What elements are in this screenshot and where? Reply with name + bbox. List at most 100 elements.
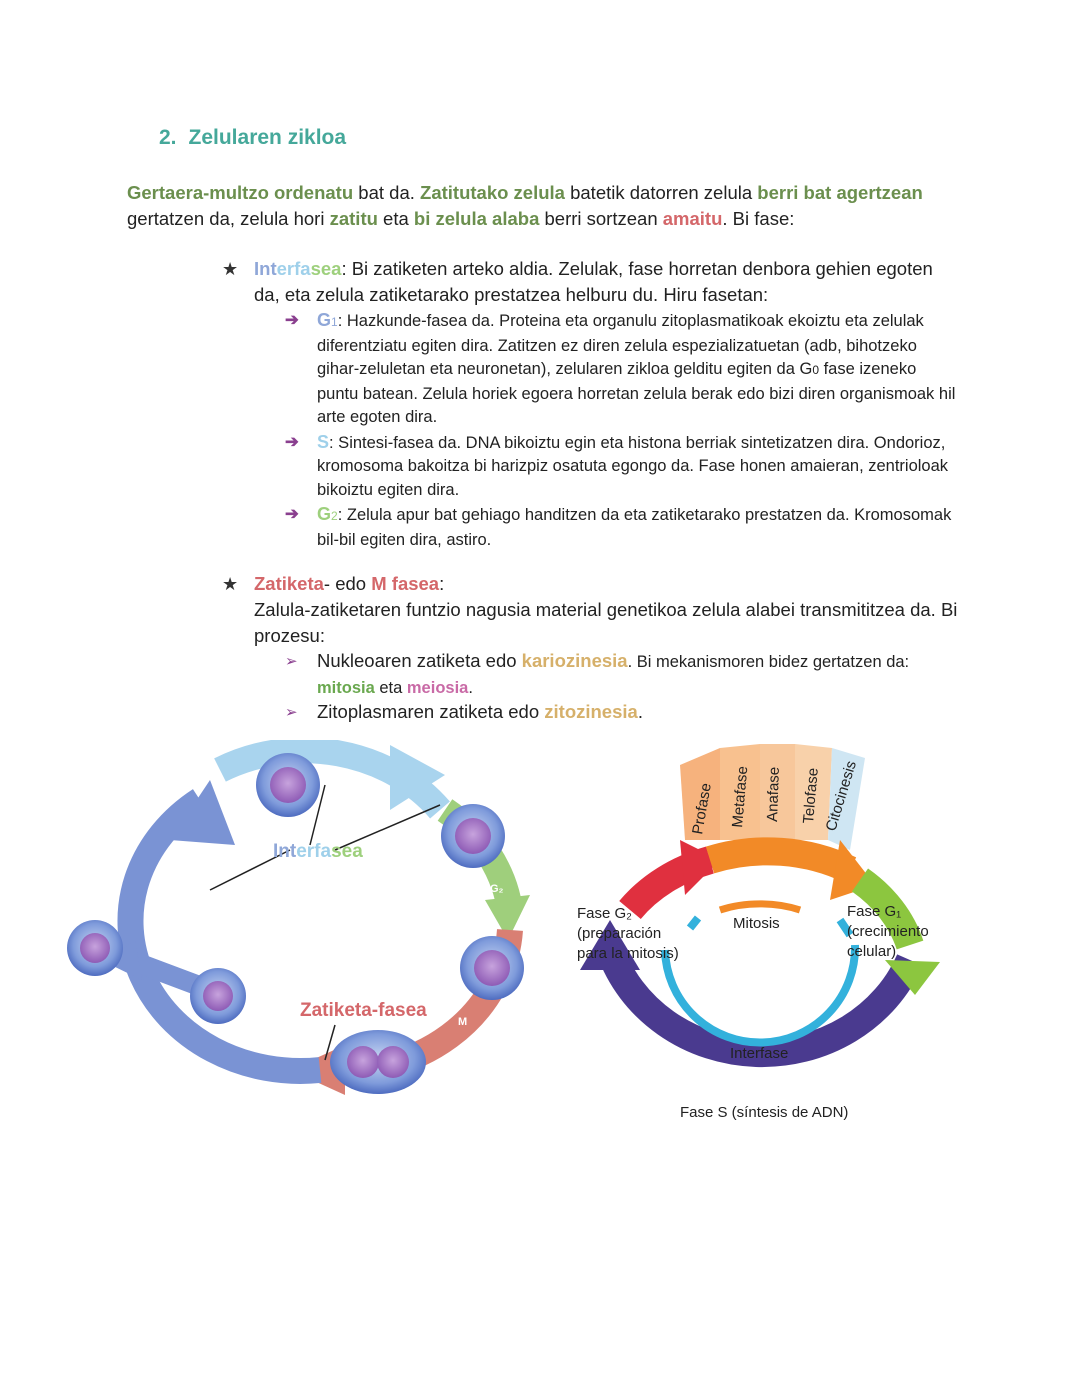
zatiketa-label: :: [439, 573, 445, 594]
cell-icon: [190, 968, 246, 1024]
g2-label: para la mitosis): [577, 945, 679, 962]
phase-label: G: [317, 310, 332, 330]
cell-icon: [441, 804, 505, 868]
cell-cycle-figure-left: Interfasea Zatiketa-fasea S G₂ G₁ M: [67, 740, 530, 1095]
item-term: zitozinesia: [544, 701, 638, 722]
exit-arrowhead: [105, 940, 142, 980]
connector-line: [309, 784, 326, 846]
list-item-g2: ➔ G2: Zelula apur bat gehiago handitzen …: [285, 503, 962, 552]
interfase-section: ★ Interfasea: Bi zatiketen arteko aldia.…: [222, 256, 962, 552]
interfase-label: erfa: [276, 258, 311, 279]
g2-arrowhead: [680, 840, 720, 895]
list-item-kariozinesia: ➢ Nukleoaren zatiketa edo kariozinesia. …: [285, 649, 962, 700]
phase-text: : Hazkunde-fasea da. Proteina eta organu…: [317, 312, 924, 378]
phase-fan: [720, 744, 760, 840]
cell-icon: [460, 936, 524, 1000]
zatiketa-fasea-label: Zatiketa-fasea: [300, 1000, 427, 1021]
g1-label: celular): [847, 943, 896, 960]
g2-label: (preparación: [577, 925, 661, 942]
intro-text: eta: [377, 208, 414, 229]
mitosis-label: Mitosis: [733, 915, 780, 932]
connector-line: [324, 1024, 336, 1061]
mitosis-inner-arc: [718, 900, 802, 914]
interfase-ring: [661, 944, 860, 1047]
s-arrowhead: [580, 920, 640, 970]
item-text: .: [637, 701, 643, 722]
list-item-zitozinesia: ➢ Zitoplasmaren zatiketa edo zitozinesia…: [285, 700, 962, 725]
item-term: kariozinesia: [521, 650, 628, 671]
mitosis-arc: [705, 837, 857, 883]
zatiketa-label: - edo: [323, 573, 372, 594]
star-bullet-icon: ★: [222, 259, 239, 279]
interfase-ring: [686, 915, 702, 931]
intro-paragraph: Gertaera-multzo ordenatu bat da. Zatitut…: [127, 180, 987, 232]
g1-arrowhead: [885, 960, 940, 995]
cell-icon: [256, 753, 320, 817]
item-text: Zitoplasmaren zatiketa edo: [317, 701, 545, 722]
interfase-label: sea: [310, 258, 342, 279]
s-label: S: [328, 769, 335, 781]
phase-fan: [680, 748, 720, 840]
g1-arrowhead: [170, 780, 235, 845]
s-label-bg: [675, 1100, 860, 1122]
phase-subscript: 1: [331, 315, 338, 329]
heading-number: 2.: [159, 126, 177, 149]
s-arrowhead: [390, 745, 445, 810]
interfase-text: : Bi zatiketen arteko aldia. Zelulak, fa…: [254, 258, 933, 305]
intro-text: berri bat agertzean: [757, 182, 923, 203]
cell-icon: [67, 920, 123, 976]
heading-title: Zelularen zikloa: [188, 126, 347, 149]
triangle-bullet-icon: ➢: [285, 704, 298, 721]
phase-label: G: [317, 504, 332, 524]
list-item-g1: ➔ G1: Hazkunde-fasea da. Proteina eta or…: [285, 309, 962, 430]
zatiketa-section: ★ Zatiketa- edo M fasea: Zalula-zatiketa…: [222, 571, 962, 725]
phase-fan: [795, 744, 832, 840]
interfasea-label: Interfasea: [273, 841, 363, 862]
g1-label: (crecimiento: [847, 923, 929, 940]
interfase-intro: Interfasea: Bi zatiketen arteko aldia. Z…: [254, 256, 962, 308]
phase-fan: [760, 744, 795, 840]
section-heading: 2. Zelularen zikloa: [159, 126, 346, 150]
g2-label: Fase G₂: [577, 905, 632, 922]
phase-label: Anafase: [764, 767, 783, 823]
intro-text: zatitu: [329, 208, 378, 229]
item-term: mitosia: [317, 678, 375, 697]
zatiketa-label: M fasea: [371, 573, 440, 594]
item-text: eta: [374, 678, 407, 697]
intro-text: bi zelula alaba: [413, 208, 540, 229]
item-text: . Bi mekanismoren bidez gertatzen da:: [627, 653, 910, 671]
item-text: Nukleoaren zatiketa edo: [317, 650, 522, 671]
phase-text: : Zelula apur bat gehiago handitzen da e…: [317, 506, 952, 549]
zatiketa-text: Zalula-zatiketaren funtzio nagusia mater…: [254, 599, 958, 646]
star-bullet-icon: ★: [222, 574, 239, 594]
item-text: .: [468, 678, 473, 697]
cell-cycle-figure-right: Profase Metafase Anafase Telofase Citoci…: [577, 744, 940, 1122]
phase-label: S: [317, 431, 330, 452]
phase-label: Telofase: [800, 767, 822, 824]
phase-text: : Sintesi-fasea da. DNA bikoiztu egin et…: [317, 433, 949, 499]
triangle-bullet-icon: ➢: [285, 653, 298, 670]
intro-text: Gertaera-multzo ordenatu: [127, 182, 354, 203]
item-term: meiosia: [406, 678, 469, 697]
intro-text: berri sortzean: [539, 208, 663, 229]
phase-subscript: 0: [812, 363, 820, 377]
interfase-label: Int: [254, 258, 277, 279]
connector-line: [209, 849, 291, 891]
dividing-cell-icon: [330, 1030, 426, 1094]
phase-subscript: 2: [331, 509, 338, 523]
intro-text: Zatitutako zelula: [420, 182, 565, 203]
g2-arrowhead: [485, 895, 530, 940]
arrow-bullet-icon: ➔: [285, 432, 299, 451]
s-phase-arc: [596, 945, 923, 1068]
s-label: Fase S (síntesis de ADN): [680, 1104, 848, 1121]
arrow-bullet-icon: ➔: [285, 505, 299, 523]
intro-text: batetik datorren zelula: [564, 182, 758, 203]
intro-text: gertatzen da, zelula hori: [127, 208, 330, 229]
g1-label: G₁: [196, 939, 210, 951]
g1-phase-arc: [117, 789, 322, 1084]
intro-text: . Bi fase:: [722, 208, 795, 229]
arrow-bullet-icon: ➔: [285, 311, 299, 329]
g1-phase-arc: [851, 868, 924, 950]
interfase-ring: [836, 917, 854, 938]
zatiketa-label: Zatiketa: [254, 573, 324, 594]
